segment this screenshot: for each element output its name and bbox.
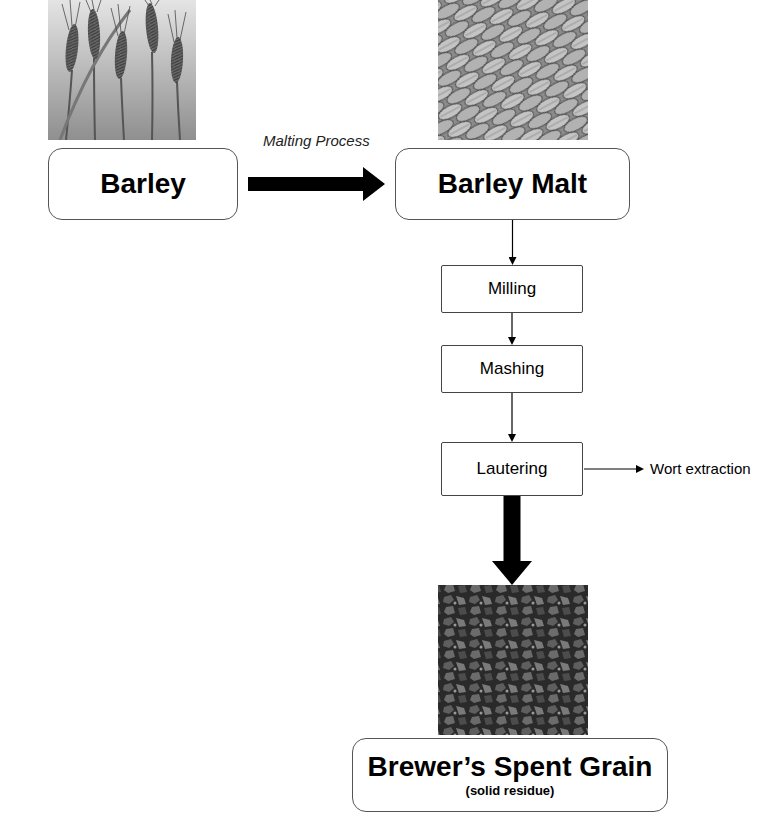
- flow-arrow: [512, 220, 513, 257]
- barley-ears: [64, 3, 185, 84]
- stalk: [66, 70, 72, 140]
- box-outline: Brewer’s Spent Grain(solid residue): [352, 738, 668, 812]
- box-subtitle: (solid residue): [466, 784, 555, 799]
- box-outline: Barley: [48, 148, 238, 220]
- box-outline: Milling: [441, 265, 583, 313]
- arrow-head: [636, 465, 644, 473]
- box-title: Barley: [100, 168, 186, 200]
- box-outline: Barley Malt: [395, 148, 630, 220]
- flow-arrow: [511, 393, 512, 434]
- box-title: Mashing: [480, 359, 544, 379]
- process-box: Mashing: [441, 345, 583, 393]
- product-box: Barley Malt: [395, 0, 630, 220]
- edge-label: Malting Process: [263, 132, 370, 150]
- awn: [86, 0, 101, 12]
- ear: [113, 31, 128, 80]
- box-title: Barley Malt: [438, 168, 587, 200]
- box-title: Lautering: [477, 459, 548, 479]
- photo-ground: [438, 0, 588, 140]
- awn: [168, 10, 186, 42]
- ear: [170, 37, 184, 84]
- output-label: Wort extraction: [650, 460, 751, 478]
- box-title: Brewer’s Spent Grain: [368, 751, 653, 783]
- awn: [62, 0, 80, 30]
- process-box: Lautering: [441, 442, 583, 496]
- stalk: [94, 58, 95, 140]
- block-arrow: [248, 177, 363, 191]
- awn: [145, 0, 159, 6]
- flow-arrow: [511, 313, 512, 337]
- box-title: Milling: [488, 279, 536, 299]
- ear: [64, 24, 81, 73]
- source-box: Barley: [48, 0, 238, 220]
- barley-photo: [48, 0, 196, 140]
- barley-stalks: [60, 10, 180, 140]
- stalk: [121, 78, 124, 140]
- photo-ground: [438, 585, 588, 735]
- wort-arrow: [584, 465, 644, 473]
- box-outline: Lautering: [441, 442, 583, 496]
- stalk: [151, 52, 154, 140]
- awn: [111, 4, 130, 36]
- box-outline: Mashing: [441, 345, 583, 393]
- residue-box: Brewer’s Spent Grain(solid residue): [352, 585, 668, 812]
- ear: [87, 9, 102, 60]
- block-arrow: [504, 496, 521, 561]
- leader-line: [584, 468, 637, 469]
- photo-ground: [48, 0, 196, 140]
- process-box: Milling: [441, 265, 583, 313]
- stalk: [177, 82, 180, 140]
- malt-photo: [438, 0, 588, 140]
- spent-grain-photo: [438, 585, 588, 735]
- barley-awns: [62, 0, 186, 42]
- ear: [144, 3, 160, 54]
